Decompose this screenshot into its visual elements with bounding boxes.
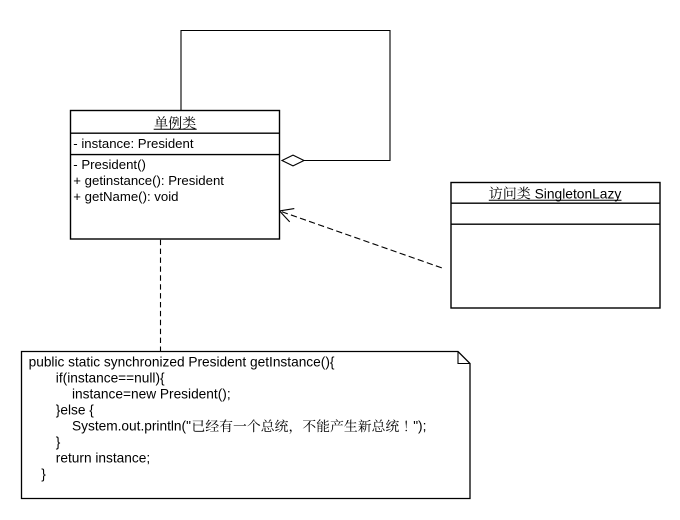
svg-text:return instance;: return instance; [56, 451, 150, 466]
svg-text:}else {: }else { [56, 403, 94, 418]
svg-text:instance=new President();: instance=new President(); [72, 387, 231, 402]
svg-text:if(instance==null){: if(instance==null){ [56, 371, 165, 386]
svg-text:}: } [56, 435, 61, 450]
svg-text:}: } [41, 467, 46, 482]
svg-text:");: "); [413, 419, 426, 434]
svg-text:- President(): - President() [73, 157, 146, 172]
svg-text:SingletonLazy: SingletonLazy [535, 186, 622, 201]
svg-text:+ getinstance(): President: + getinstance(): President [73, 173, 224, 188]
svg-text:public static synchronized Pre: public static synchronized President get… [29, 355, 335, 370]
svg-text:- instance: President: - instance: President [73, 136, 194, 151]
svg-text:+ getName(): void: + getName(): void [73, 189, 178, 204]
svg-text:System.out.println(": System.out.println(" [72, 419, 191, 434]
